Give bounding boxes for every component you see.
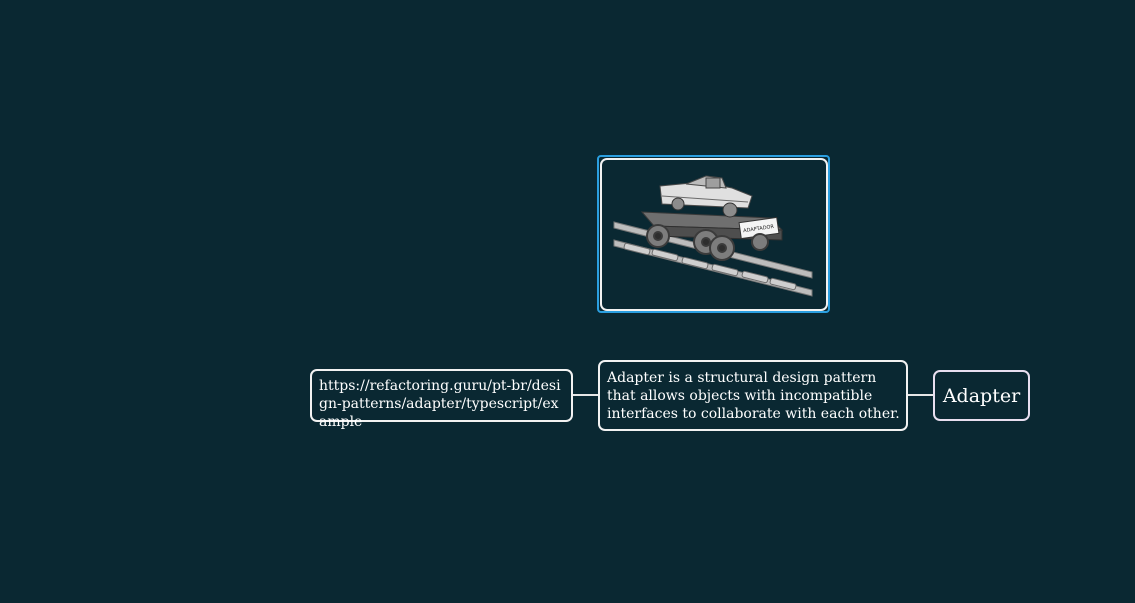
connector-description-root <box>908 394 933 396</box>
connector-link-description <box>573 394 598 396</box>
root-node[interactable]: Adapter <box>933 370 1030 421</box>
railway-sleepers <box>623 242 797 291</box>
root-node-label: Adapter <box>942 384 1021 407</box>
link-node-text: https://refactoring.guru/pt-br/design-pa… <box>319 378 561 430</box>
description-node[interactable]: Adapter is a structural design pattern t… <box>598 360 908 431</box>
image-node[interactable]: ADAPTADOR <box>600 158 828 311</box>
image-selection-outline <box>597 155 830 313</box>
trolley-platform: ADAPTADOR <box>640 211 784 241</box>
trolley-wheels <box>646 224 769 261</box>
link-node[interactable]: https://refactoring.guru/pt-br/design-pa… <box>310 369 573 430</box>
adapter-plate-text: ADAPTADOR <box>743 224 775 234</box>
description-node-text: Adapter is a structural design pattern t… <box>607 370 900 422</box>
car-body <box>659 175 753 218</box>
car-on-rail-adapter-icon: ADAPTADOR <box>613 175 813 297</box>
